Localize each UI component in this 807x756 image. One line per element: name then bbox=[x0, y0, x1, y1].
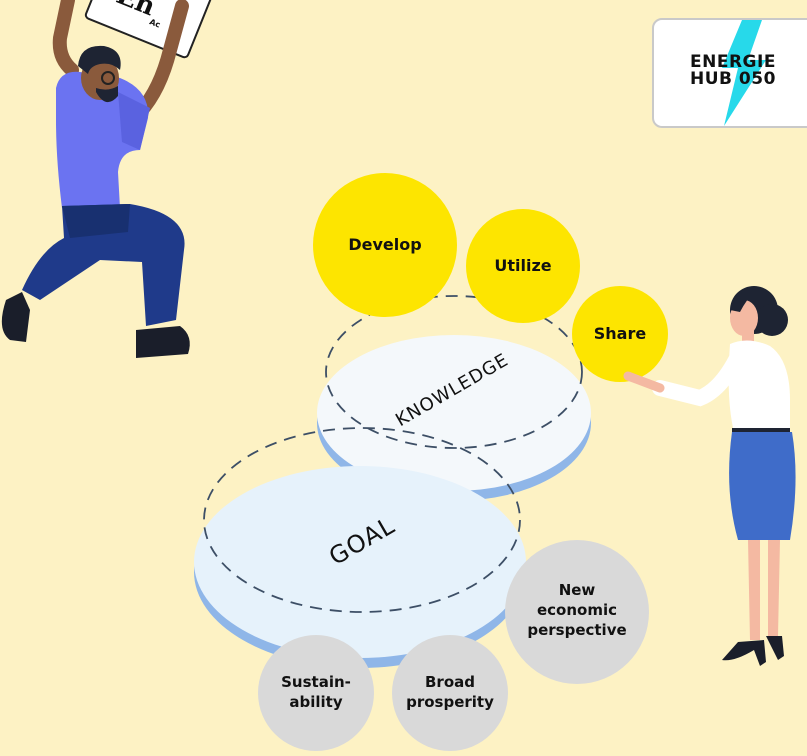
yellow-circles: Develop Utilize Share bbox=[313, 173, 668, 382]
logo-line1: ENERGIE bbox=[690, 52, 776, 72]
new-economic-bubble bbox=[505, 540, 649, 684]
broad-prosperity-line1: Broad bbox=[425, 673, 475, 691]
woman-figure bbox=[623, 286, 796, 666]
broad-prosperity-bubble bbox=[392, 635, 508, 751]
share-circle bbox=[572, 286, 668, 382]
goal-disc: GOAL bbox=[194, 427, 526, 668]
new-economic-line3: perspective bbox=[527, 621, 626, 639]
utilize-circle bbox=[466, 209, 580, 323]
broad-prosperity-line2: prosperity bbox=[406, 693, 494, 711]
sign-subtext: Ac bbox=[148, 17, 162, 30]
sustainability-line1: Sustain- bbox=[281, 673, 351, 691]
share-label: Share bbox=[594, 324, 647, 343]
utilize-label: Utilize bbox=[494, 256, 551, 275]
new-economic-line2: economic bbox=[537, 601, 617, 619]
lightning-bolt-icon bbox=[722, 20, 766, 126]
grey-bubbles: New economic perspective Sustain- abilit… bbox=[258, 540, 649, 751]
develop-circle bbox=[313, 173, 457, 317]
energiehub-logo: ENERGIE HUB 050 bbox=[652, 18, 807, 128]
develop-label: Develop bbox=[348, 235, 421, 254]
knowledge-disc: KNOWLEDGE bbox=[317, 295, 591, 501]
logo-line2: HUB 050 bbox=[690, 69, 776, 89]
sustainability-bubble bbox=[258, 635, 374, 751]
new-economic-line1: New bbox=[559, 581, 596, 599]
man-figure: En Ac bbox=[1, 0, 213, 358]
sustainability-line2: ability bbox=[289, 693, 342, 711]
